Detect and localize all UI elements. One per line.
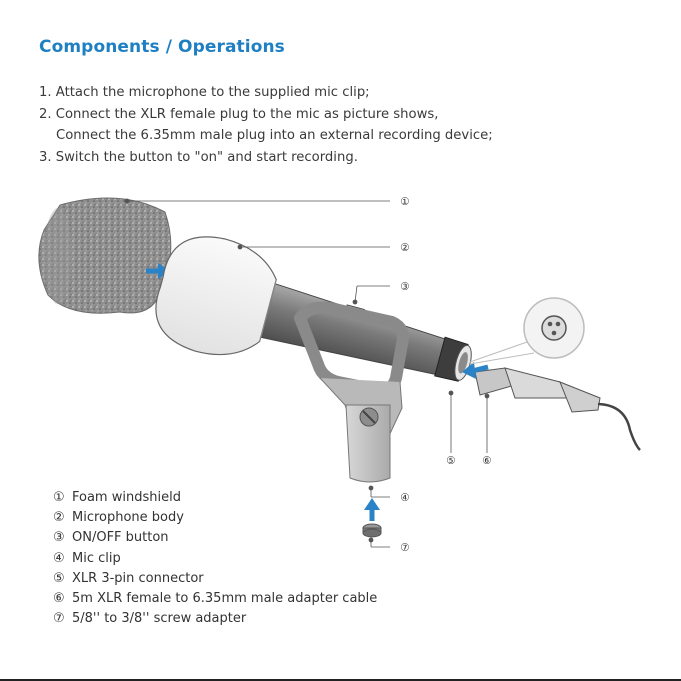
legend-number: ④ (53, 550, 65, 566)
legend-item: ⑦ 5/8'' to 3/8'' screw adapter (53, 609, 377, 629)
callout-3: ③ (400, 281, 410, 293)
components-legend: ① Foam windshield ② Microphone body ③ ON/OF… (53, 488, 377, 629)
foam-windshield (38, 197, 172, 314)
callout-4: ④ (400, 492, 410, 504)
step-3: 3. Switch the button to "on" and start r… (39, 149, 358, 165)
legend-item: ⑥ 5m XLR female to 6.35mm male adapter ca… (53, 589, 377, 609)
legend-text: Microphone body (72, 510, 184, 526)
step-1: 1. Attach the microphone to the supplied… (39, 85, 370, 100)
xlr-pin-zoom (469, 297, 585, 365)
legend-text: Foam windshield (72, 490, 181, 505)
screw-adapter (362, 523, 382, 538)
legend-text: 5/8'' to 3/8'' screw adapter (72, 611, 247, 627)
legend-item: ⑤ XLR 3-pin connector (53, 569, 377, 589)
legend-item: ① Foam windshield (53, 488, 377, 508)
step-2-continued: Connect the 6.35mm male plug into an ext… (56, 128, 493, 143)
callout-2: ② (400, 242, 410, 254)
callout-6: ⑥ (482, 455, 492, 467)
mic-clip (294, 301, 409, 483)
xlr-cable (474, 367, 641, 451)
legend-text: ON/OFF button (72, 530, 169, 546)
callout-7: ⑦ (400, 542, 410, 554)
legend-number: ⑥ (53, 591, 65, 607)
legend-text: XLR 3-pin connector (72, 570, 204, 586)
legend-item: ④ Mic clip (53, 549, 377, 569)
legend-text: Mic clip (72, 550, 121, 566)
step-2: 2. Connect the XLR female plug to the mi… (39, 106, 439, 122)
callout-1: ① (400, 196, 410, 208)
callout-5: ⑤ (446, 455, 456, 467)
legend-number: ⑤ (53, 570, 65, 586)
page-title: Components / Operations (39, 37, 285, 57)
instructions-list: 1. Attach the microphone to the supplied… (39, 82, 493, 168)
legend-item: ③ ON/OFF button (53, 528, 377, 548)
legend-text: 5m XLR female to 6.35mm male adapter cab… (72, 591, 378, 607)
page-divider (0, 679, 681, 681)
callout-lines (124, 198, 490, 548)
legend-number: ③ (53, 530, 65, 546)
screw-up-arrow-icon (364, 498, 380, 521)
legend-number: ⑦ (53, 611, 65, 627)
legend-item: ② Microphone body (53, 508, 377, 528)
connect-arrow-icon (462, 362, 489, 379)
legend-number: ② (53, 510, 65, 526)
microphone-body (155, 236, 472, 382)
legend-number: ① (53, 490, 65, 505)
